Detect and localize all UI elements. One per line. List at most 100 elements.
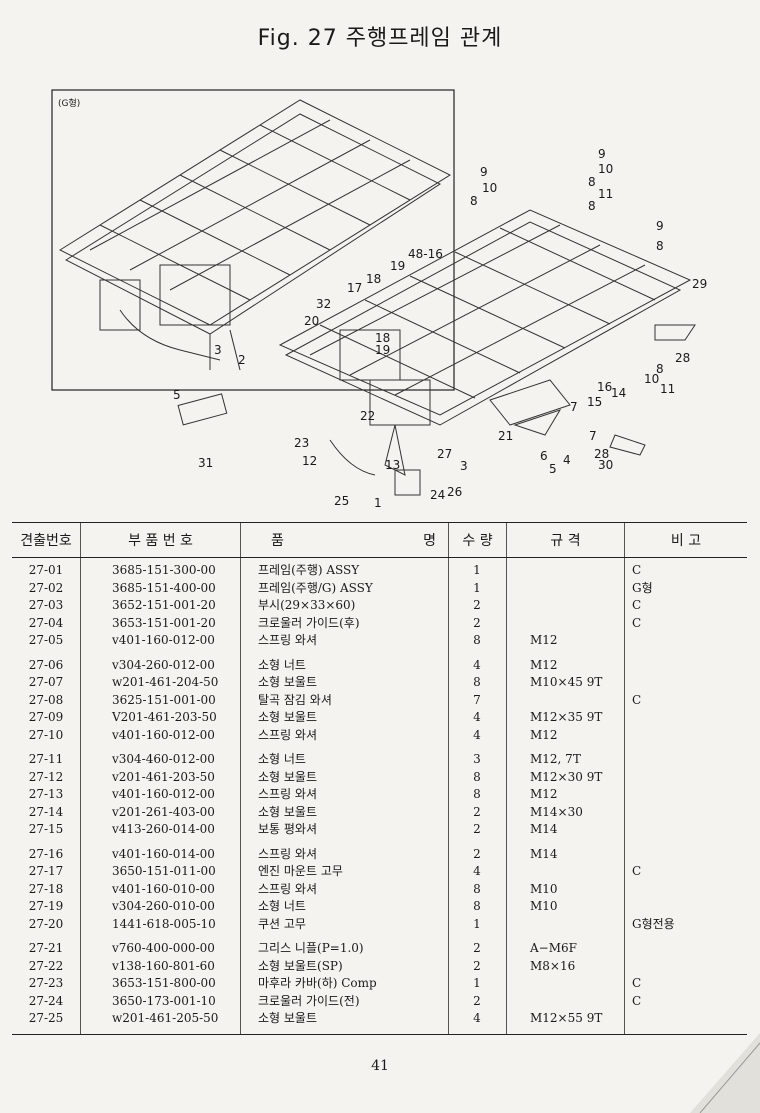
cell-index-no: 27-25 [28,1011,64,1025]
callout-label: 28 [594,447,609,461]
cell-quantity: 4 [473,710,481,724]
inset-frame-sketch [58,99,452,371]
cell-part-number: V201-461-203-50 [112,710,217,724]
cell-part-number: w201-461-205-50 [112,1011,219,1025]
callout-label: 7 [570,400,578,414]
cell-part-number: v138-160-801-60 [112,958,215,973]
cell-part-number: 3685-151-400-00 [112,580,216,595]
callout-label: 48-16 [408,247,443,261]
cell-part-number: w201-461-204-50 [112,675,219,689]
cell-quantity: 4 [473,727,481,742]
cell-part-number: 3652-151-001-20 [112,598,216,612]
cell-spec: M10 [530,881,558,896]
callout-label: 22 [360,409,375,423]
callout-label: 26 [447,485,462,499]
cell-part-name: 소형 보울트 [258,710,318,724]
cell-spec: M10 [530,899,558,913]
cell-index-no: 27-17 [28,864,64,878]
cell-part-name: 프레임(주행) ASSY [258,563,360,577]
cell-index-no: 27-06 [28,657,64,672]
cell-quantity: 2 [473,846,481,861]
cell-remarks [624,657,747,675]
figure-title: Fig. 27 주행프레임 관계 [257,26,503,51]
cell-part-name: 탈곡 잠김 와셔 [258,692,332,707]
callout-label: 1 [374,496,382,510]
callout-label: 24 [430,488,445,502]
cell-part-number: v401-160-012-00 [112,727,215,742]
cell-remarks [624,804,747,822]
cell-spec: M12 [530,657,558,672]
cell-part-name: 소형 너트 [258,752,306,766]
cell-index-no: 27-03 [28,598,64,612]
cell-index-no: 27-18 [28,881,64,896]
callout-label: 5 [173,388,181,402]
cell-index-no: 27-07 [28,675,64,689]
cell-part-name: 크로울러 가이드(후) [258,615,360,630]
callout-label: 8 [588,199,596,213]
cell-part-number: 3650-173-001-10 [112,993,216,1008]
cell-quantity: 2 [473,993,481,1008]
cell-quantity: 4 [473,864,481,878]
callout-label: 12 [302,454,317,468]
cell-part-name: 소형 보울트 [258,769,318,784]
cell-part-number: v401-160-012-00 [112,787,215,801]
cell-spec [506,597,624,615]
cell-part-name: 마후라 카바(하) Comp [258,976,377,990]
page-curl [690,1033,760,1113]
cell-quantity: 8 [473,675,481,689]
cell-part-name: 소형 보울트 [258,804,318,819]
cell-spec: M12×30 9T [530,769,603,784]
cell-part-number: v760-400-000-00 [112,941,215,955]
callout-label: 23 [294,436,309,450]
cell-part-number: v413-260-014-00 [112,822,215,836]
cell-remarks [624,881,747,899]
cell-part-name: 부시(29×33×60) [258,598,356,612]
callout-label: 8 [656,362,664,376]
cell-spec: M14×30 [530,804,583,819]
cell-index-no: 27-04 [28,615,64,630]
callout-label: 13 [385,458,400,472]
cell-index-no: 27-15 [28,822,64,836]
callout-label: 14 [611,386,626,400]
header-quantity: 수 량 [448,523,506,557]
inset-label: (G형) [58,98,80,109]
cell-remarks [624,898,747,916]
callout-label: 25 [334,494,349,508]
cell-remarks: C [632,976,642,990]
cell-spec: M8×16 [530,958,576,973]
cell-part-name: 스프링 와셔 [258,633,318,647]
callout-label: 8 [588,175,596,189]
cell-part-name: 스프링 와셔 [258,727,318,742]
cell-spec: M12 [530,633,558,647]
cell-index-no: 27-19 [28,899,64,913]
cell-part-number: 3653-151-800-00 [112,976,216,990]
cell-part-number: 3650-151-011-00 [112,864,216,878]
cell-remarks [624,846,747,864]
cell-remarks [624,751,747,769]
cell-remarks: G형 [632,580,653,595]
cell-part-number: v201-461-203-50 [112,769,215,784]
callout-label: 20 [304,314,319,328]
cell-part-name: 소형 보울트 [258,1011,318,1025]
cell-index-no: 27-23 [28,976,64,990]
cell-quantity: 8 [473,769,481,784]
cell-part-name: 소형 너트 [258,899,306,913]
cell-part-number: 3653-151-001-20 [112,615,216,630]
cell-spec [506,863,624,881]
cell-remarks: G형전용 [632,916,675,931]
cell-spec: M14 [530,846,558,861]
cell-quantity: 2 [473,958,481,973]
cell-spec: M14 [530,822,558,836]
callout-label: 6 [540,449,548,463]
cell-spec: A−M6F [530,941,577,955]
cell-index-no: 27-11 [28,752,64,766]
